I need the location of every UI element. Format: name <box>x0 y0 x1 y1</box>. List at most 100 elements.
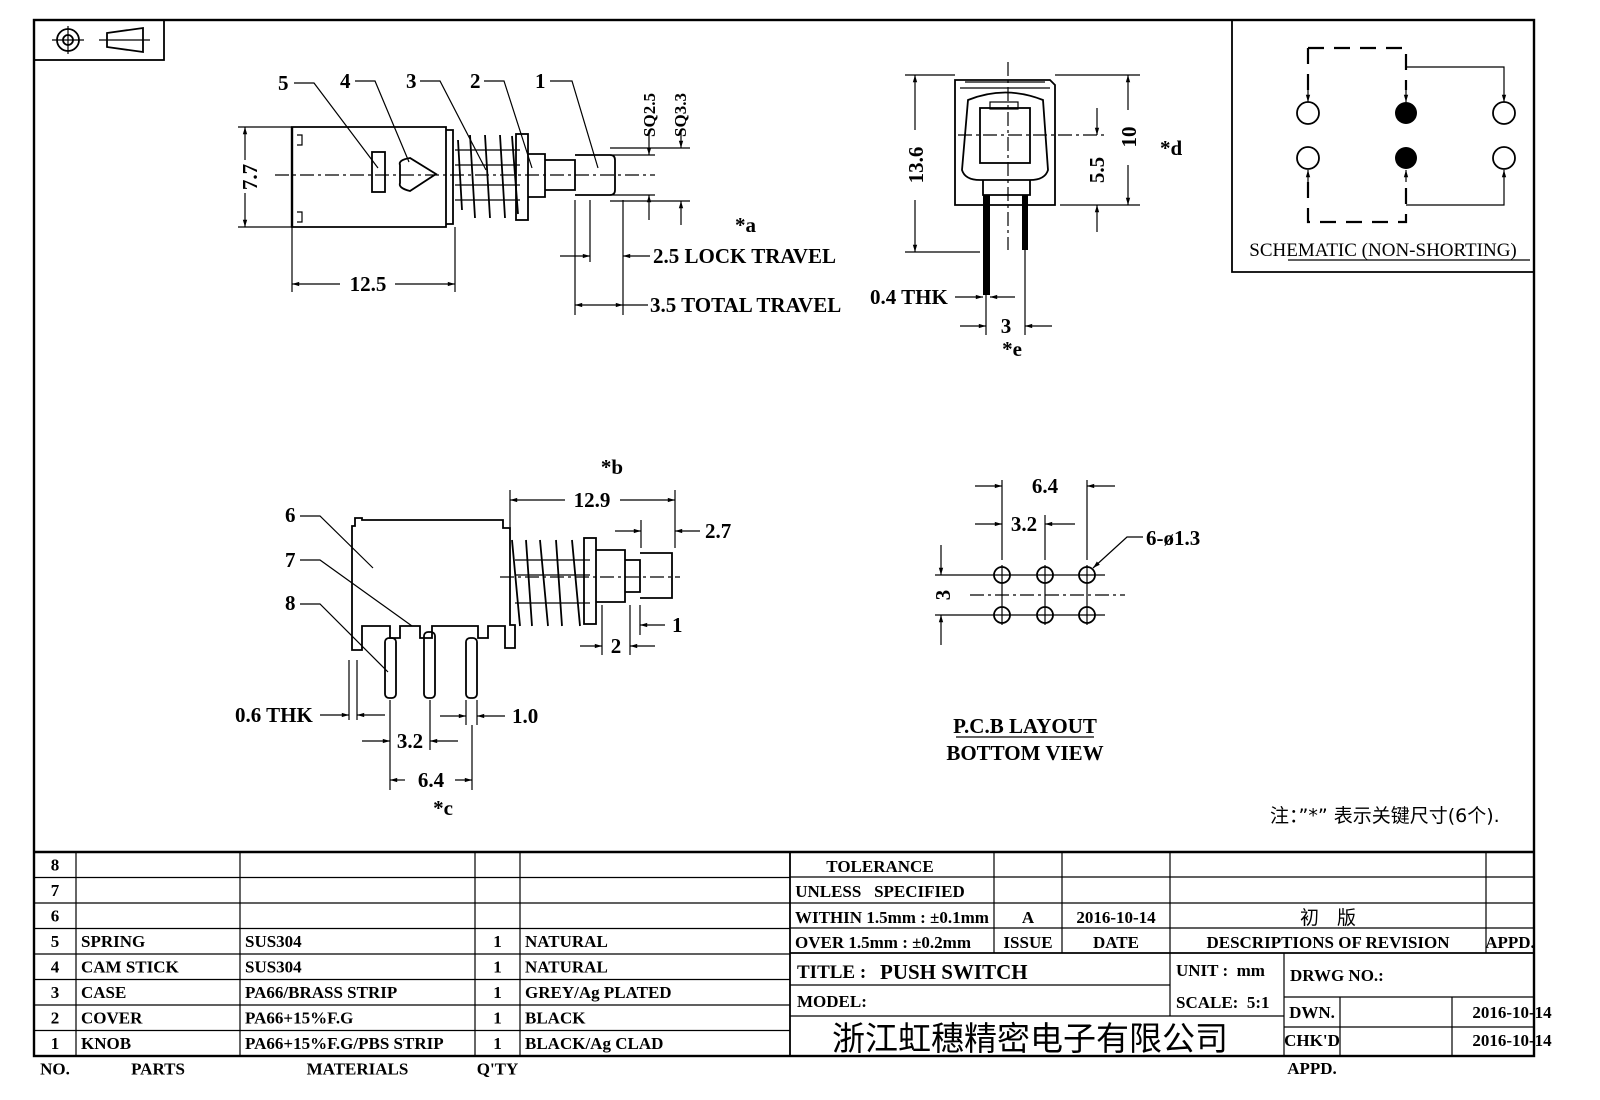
total-travel-label: 3.5 TOTAL TRAVEL <box>650 293 841 317</box>
front-pin-left <box>983 195 990 295</box>
bom-cell-qty: 1 <box>493 958 502 977</box>
bom-cell-finish: GREY/Ag PLATED <box>525 983 672 1002</box>
dim-pin-thk: 0.4 THK <box>870 285 948 309</box>
bom-cell-materials: SUS304 <box>245 932 302 951</box>
spring <box>455 133 529 221</box>
dim-length: 12.5 <box>350 272 387 296</box>
contact-open <box>1296 146 1320 170</box>
schematic-title: SCHEMATIC (NON-SHORTING) <box>1249 240 1517 261</box>
dim-sq-outer: SQ3.3 <box>671 93 690 137</box>
first-angle-projection-icon <box>33 19 165 61</box>
bom-cell-no: 6 <box>51 907 60 926</box>
pcb-layout: 6.4 3.2 3 6-ø1.3 P.C.B LAYOUT BOTTOM VIE… <box>931 474 1200 765</box>
drawn-label: DWN. <box>1289 1003 1335 1022</box>
dim-pitch-full: 6.4 <box>418 768 445 792</box>
bom-cell-qty: 1 <box>493 932 502 951</box>
dim-pitch-half: 3.2 <box>397 729 423 753</box>
dim-step-b: 2 <box>611 634 622 658</box>
dim-pin-pitch: 3 <box>1001 314 1012 338</box>
bom-cell-finish: BLACK <box>525 1009 586 1028</box>
appd-header: APPD. <box>1485 933 1535 952</box>
approved-label: APPD. <box>1287 1059 1337 1078</box>
callout-5: 5 <box>278 71 289 95</box>
bom-cell-no: 1 <box>51 1034 60 1053</box>
drawn-date: 2016-10-14 <box>1472 1003 1552 1022</box>
bom-cell-no: 7 <box>51 881 60 900</box>
cam-stick <box>398 157 438 192</box>
revision-issue: A <box>1022 908 1035 927</box>
case-outline <box>291 126 447 228</box>
bom-cell-parts: COVER <box>81 1009 143 1028</box>
dim-pin-width: 1.0 <box>512 704 538 728</box>
bom-cell-no: 4 <box>51 958 60 977</box>
title-label: TITLE : <box>797 962 866 983</box>
bom-cell-no: 3 <box>51 983 60 1002</box>
bom-cell-qty: Q'TY <box>477 1060 519 1079</box>
front-body <box>954 79 1056 206</box>
schematic-panel: SCHEMATIC (NON-SHORTING) <box>1231 20 1534 273</box>
bom-cell-parts: KNOB <box>81 1034 131 1053</box>
scale-label: SCALE: 5:1 <box>1176 993 1270 1012</box>
bom-row: 6 <box>51 907 60 926</box>
side-view: 6 7 8 *b 12.9 2.7 1 2 0.6 THK <box>235 455 731 820</box>
callout-8: 8 <box>285 591 296 615</box>
issue-header: ISSUE <box>1003 933 1052 952</box>
bom-cell-qty: 1 <box>493 1034 502 1053</box>
dim-overall: 12.9 <box>574 488 611 512</box>
pcb-dim-span: 6.4 <box>1032 474 1059 498</box>
contact-open <box>1492 146 1516 170</box>
bom-cell-materials: PA66+15%F.G/PBS STRIP <box>245 1034 444 1053</box>
bom-cell-materials: SUS304 <box>245 958 302 977</box>
side-pins <box>384 631 478 699</box>
callout-7: 7 <box>285 548 296 572</box>
bom-cell-finish: NATURAL <box>525 958 608 977</box>
bom-cell-no: NO. <box>40 1060 70 1079</box>
bom-row: 8 <box>51 856 60 875</box>
bom-cell-finish: BLACK/Ag CLAD <box>525 1034 663 1053</box>
tolerance-label: TOLERANCE <box>826 857 933 876</box>
callout-3: 3 <box>406 69 417 93</box>
bom-cell-materials: MATERIALS <box>307 1060 409 1079</box>
tolerance-sublabel: UNLESS SPECIFIED <box>795 882 965 901</box>
dim-body-height: 10 <box>1117 127 1141 148</box>
contact-common <box>1395 147 1417 169</box>
bom-cell-no: 2 <box>51 1009 60 1028</box>
top-callouts: 5 4 3 2 1 <box>278 69 599 171</box>
dim-side-pin-thk: 0.6 THK <box>235 703 313 727</box>
callout-6: 6 <box>285 503 296 527</box>
drawing-number-label: DRWG NO.: <box>1290 966 1384 985</box>
contact-open <box>1492 101 1516 125</box>
front-view: 13.6 10 *d 5.5 0.4 THK 3 *e <box>870 62 1183 361</box>
key-dimension-note: 注：”*” 表示关键尺寸(6个). <box>1270 805 1500 827</box>
contact-open <box>1296 101 1320 125</box>
bom-cell-parts: SPRING <box>81 932 145 951</box>
pcb-title-line2: BOTTOM VIEW <box>946 741 1103 765</box>
bom-cell-no: 5 <box>51 932 60 951</box>
dim-sq-inner: SQ2.5 <box>640 93 659 137</box>
date-header: DATE <box>1093 933 1139 952</box>
dim-height: 7.7 <box>238 164 262 190</box>
bom-cell-parts: CAM STICK <box>81 958 180 977</box>
top-view: 5 4 3 2 1 7.7 12.5 SQ2.5 SQ3.3 <box>238 69 841 317</box>
front-pin-right <box>1022 195 1028 250</box>
company-name: 浙江虹穗精密电子有限公司 <box>832 1019 1228 1058</box>
bom-cell-materials: PA66+15%F.G <box>245 1009 353 1028</box>
revision-description: 初 版 <box>1300 907 1356 929</box>
key-mark-d: *d <box>1160 136 1183 160</box>
bom-row: 4 CAM STICK SUS304 1 NATURAL <box>51 958 608 977</box>
bom-cell-parts: PARTS <box>131 1060 185 1079</box>
lock-travel-label: 2.5 LOCK TRAVEL <box>653 244 836 268</box>
unit-label: UNIT : mm <box>1176 961 1265 980</box>
model-label: MODEL: <box>797 992 867 1011</box>
bom-header-row: NO. PARTS MATERIALS Q'TY <box>40 1060 518 1079</box>
callout-1: 1 <box>535 69 546 93</box>
bom-cell-no: 8 <box>51 856 60 875</box>
drawing-title: PUSH SWITCH <box>880 960 1028 984</box>
checked-date: 2016-10-14 <box>1472 1031 1552 1050</box>
tolerance-within: WITHIN 1.5mm : ±0.1mm <box>795 908 989 927</box>
